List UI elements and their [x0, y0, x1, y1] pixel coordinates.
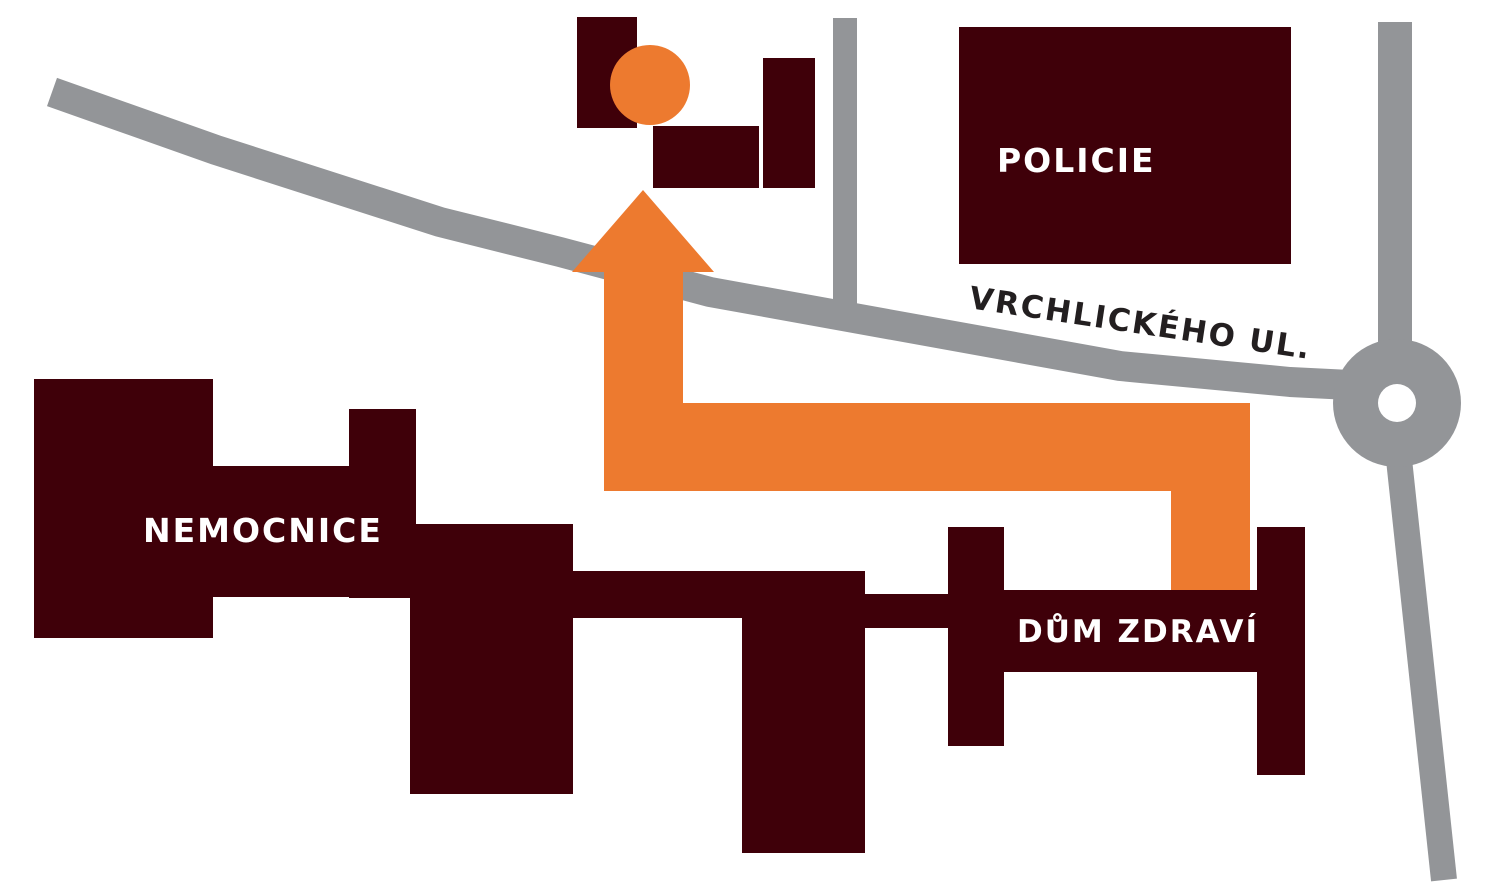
health-house-east-wing — [1257, 527, 1305, 775]
hospital-wing-west — [34, 379, 213, 638]
hospital-link — [860, 594, 955, 628]
police-building — [959, 27, 1291, 264]
building-top-right — [763, 58, 815, 188]
roundabout-island — [1378, 384, 1416, 422]
route — [572, 45, 1250, 590]
building-top-middle — [653, 126, 759, 188]
hospital-label: NEMOCNICE — [143, 511, 383, 550]
health-house-label: DŮM ZDRAVÍ — [1017, 613, 1259, 650]
hospital-block-middle — [410, 524, 573, 794]
hospital-connector — [205, 466, 365, 597]
buildings — [34, 17, 1305, 853]
destination-marker — [610, 45, 690, 125]
route-arrow — [572, 190, 1250, 590]
health-house-west-wing — [948, 527, 1004, 746]
health-house-center — [1000, 590, 1260, 672]
hospital-wing-tower — [349, 409, 416, 598]
police-label: POLICIE — [997, 141, 1156, 180]
south-road — [1385, 448, 1457, 882]
hospital-block-south — [742, 571, 865, 853]
